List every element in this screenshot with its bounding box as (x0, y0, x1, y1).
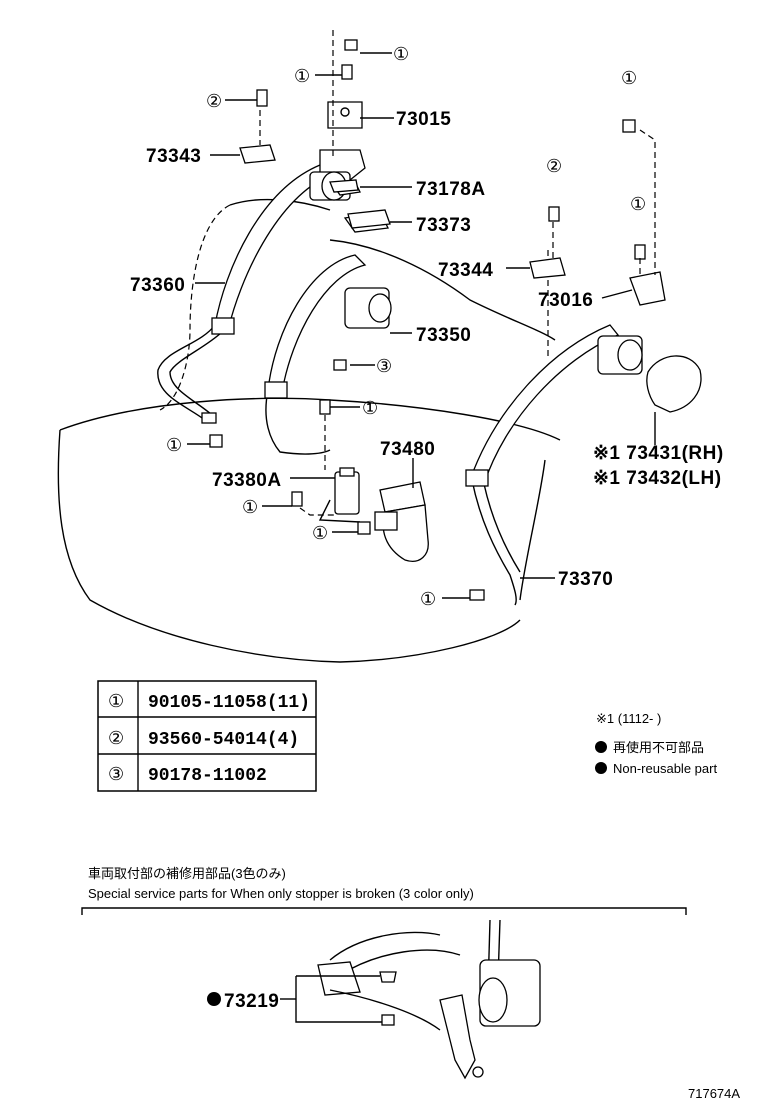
special-service-section: 車両取付部の補修用部品(3色のみ) Special service parts … (81, 866, 687, 1080)
label-73178A: 73178A (416, 179, 486, 200)
reference-marks: ① ① ② ① ② ① ③ ① ① ① ① ① (166, 44, 646, 609)
service-title-jp: 車両取付部の補修用部品(3色のみ) (88, 866, 286, 881)
callout-labels: 73015 73343 73178A 73373 73360 73344 730… (130, 109, 724, 590)
ref-mark-1: ① (393, 44, 409, 64)
label-73350: 73350 (416, 325, 471, 346)
ref-mark-1: ① (420, 589, 436, 609)
label-73219: 73219 (224, 991, 279, 1012)
label-73370: 73370 (558, 569, 613, 590)
label-73343: 73343 (146, 146, 201, 167)
ref-mark-2: ② (546, 156, 562, 176)
label-73480: 73480 (380, 439, 435, 460)
table-ref: ② (108, 728, 124, 748)
ref-mark-1: ① (362, 398, 378, 418)
ref-mark-1: ① (242, 497, 258, 517)
buckle-73480 (374, 481, 429, 562)
legend-note: ※1 (1112- ) (596, 711, 661, 726)
buckle-73380A (318, 467, 361, 523)
service-title-en: Special service parts for When only stop… (88, 886, 474, 901)
guide-lines (259, 30, 656, 516)
legend-jp: 再使用不可部品 (613, 740, 704, 755)
ref-mark-1: ① (312, 523, 328, 543)
anchor-73344 (529, 257, 566, 279)
legend: ※1 (1112- ) 再使用不可部品 Non-reusable part (595, 711, 717, 776)
cover-73178A (329, 179, 359, 193)
table-part: 90178-11002 (148, 766, 267, 786)
ref-mark-3: ③ (376, 356, 392, 376)
leader-lines (187, 52, 656, 599)
ref-mark-1: ① (166, 435, 182, 455)
cover-73431-73432 (646, 355, 702, 413)
ref-mark-2: ② (206, 91, 222, 111)
table-part: 93560-54014(4) (148, 730, 299, 750)
non-reusable-dot-icon (595, 762, 607, 774)
ref-mark-1: ① (294, 66, 310, 86)
label-73380A: 73380A (212, 470, 282, 491)
legend-en: Non-reusable part (613, 761, 717, 776)
bolts (209, 39, 646, 601)
ref-mark-1: ① (621, 68, 637, 88)
label-73344: 73344 (438, 260, 493, 281)
label-73360: 73360 (130, 275, 185, 296)
plate-73373 (347, 209, 391, 229)
non-reusable-dot-icon (207, 992, 221, 1006)
table-ref: ③ (108, 764, 124, 784)
table-part: 90105-11058(11) (148, 693, 310, 713)
anchor-73343 (239, 144, 276, 164)
belt-73370 (465, 271, 666, 606)
non-reusable-dot-icon (595, 741, 607, 753)
label-73016: 73016 (538, 290, 593, 311)
belt-73360 (157, 164, 332, 424)
parts-table: ① 90105-11058(11) ② 93560-54014(4) ③ 901… (97, 680, 317, 792)
ref-mark-1: ① (630, 194, 646, 214)
label-73432: ※1 73432(LH) (593, 468, 722, 489)
label-73015: 73015 (396, 109, 451, 130)
label-73373: 73373 (416, 215, 471, 236)
table-ref: ① (108, 691, 124, 711)
label-73431: ※1 73431(RH) (593, 443, 724, 464)
figure-id: 717674A (688, 1086, 740, 1101)
